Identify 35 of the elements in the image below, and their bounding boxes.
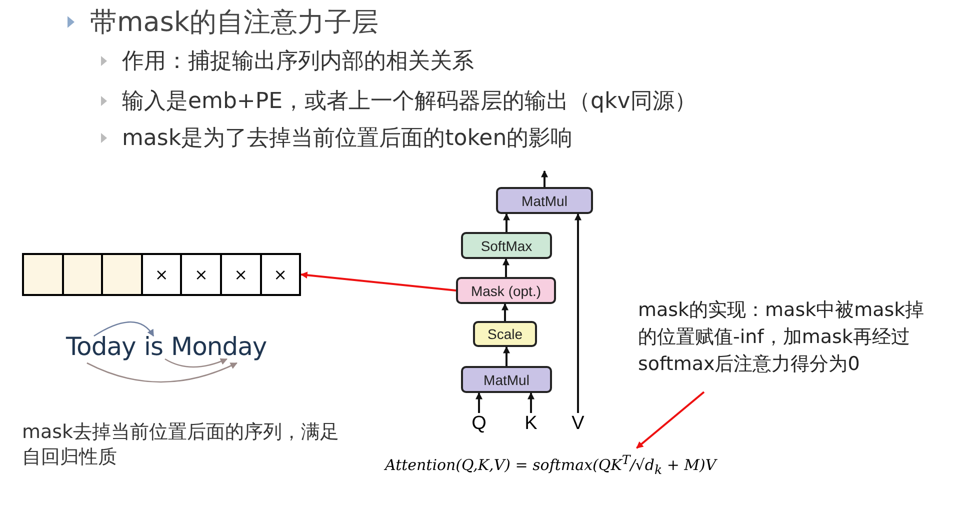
- process-box: MatMul: [496, 187, 593, 214]
- arrow: [503, 213, 510, 232]
- word: Monday: [171, 332, 267, 361]
- masked-cell: ×: [220, 253, 262, 296]
- process-box: Mask (opt.): [456, 277, 556, 304]
- bullet-text: mask是为了去掉当前位置后面的token的影响: [122, 125, 573, 153]
- input-label: V: [569, 413, 587, 435]
- process-box: MatMul: [461, 366, 552, 393]
- input-label: Q: [470, 413, 488, 435]
- formula: Attention(Q,K,V) = softmax(QK$^{T}$/√d$_{k}$ + M)V: [385, 452, 716, 477]
- process-box: Scale: [473, 321, 537, 347]
- arrow: [94, 321, 154, 337]
- arrow: [528, 392, 534, 413]
- heading: 带mask的自注意力子层: [90, 6, 379, 40]
- arrow: [502, 258, 510, 277]
- bullet-text: 输入是emb+PE，或者上一个解码器层的输出（qkv同源）: [122, 88, 696, 116]
- arrow: [164, 358, 228, 368]
- arrow: [86, 362, 238, 383]
- note-text: mask去掉当前位置后面的序列，满足自回归性质: [22, 420, 340, 470]
- arrow: [503, 346, 510, 366]
- arrow: [476, 392, 482, 413]
- word: Today: [66, 332, 136, 361]
- note-text: mask的实现：mask中被mask掉的位置赋值-inf，加mask再经过softmax后注意力得分为0: [638, 297, 938, 378]
- arrow: [541, 170, 548, 187]
- arrow: [300, 272, 456, 292]
- bullet-text: 作用：捕捉输出序列内部的相关关系: [122, 48, 474, 76]
- process-box: SoftMax: [461, 232, 552, 259]
- input-label: K: [522, 413, 540, 435]
- masked-cell: ×: [180, 253, 222, 296]
- arrow: [574, 213, 582, 413]
- arrow: [502, 303, 508, 321]
- word: is: [144, 332, 163, 361]
- masked-cell: ×: [140, 253, 182, 296]
- masked-cell: ×: [260, 253, 302, 296]
- arrow: [636, 391, 705, 449]
